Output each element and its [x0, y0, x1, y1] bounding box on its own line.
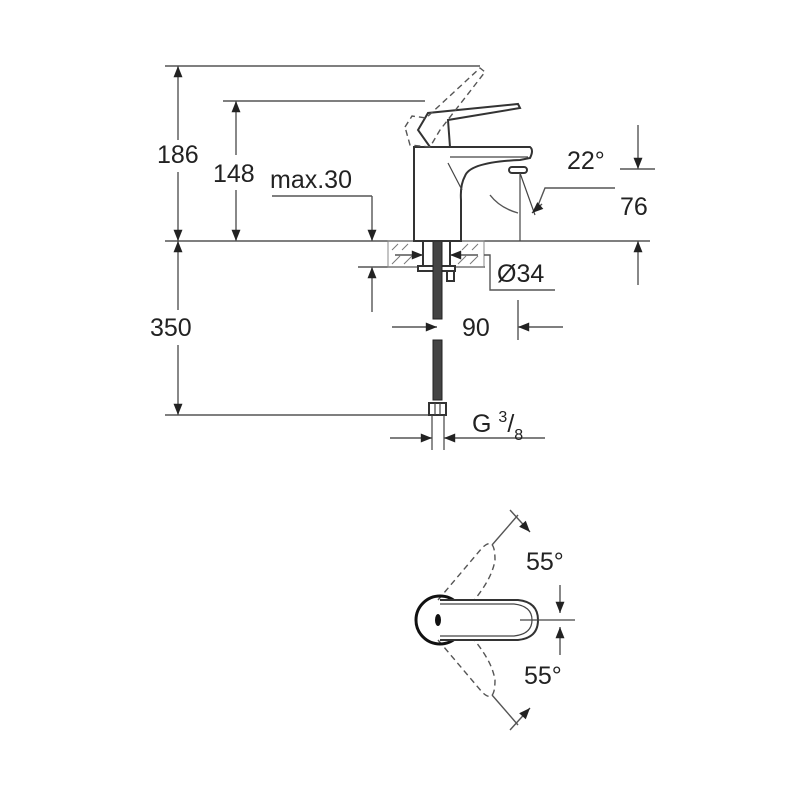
- label-hose-length: 350: [150, 314, 192, 342]
- label-hole-diameter: Ø34: [497, 260, 545, 288]
- flex-hose: [432, 339, 443, 401]
- label-connection-thread: G 3/8: [472, 409, 523, 444]
- lever-pos-down: [437, 634, 496, 698]
- label-spout-reach: 90: [462, 314, 490, 342]
- angle-arc: [489, 194, 519, 214]
- thread-numerator: 3: [498, 409, 508, 426]
- lever-pos-up: [437, 542, 496, 606]
- aerator: [508, 166, 528, 174]
- lever-open-position: [404, 67, 486, 148]
- faucet-body: [413, 146, 533, 242]
- side-view: [165, 65, 655, 450]
- hose-nut: [428, 402, 447, 416]
- label-lever-angle-down: 55°: [524, 662, 562, 690]
- stream-angled: [519, 172, 536, 216]
- thread-separator: /: [507, 410, 515, 438]
- thread-denominator: 8: [514, 427, 524, 444]
- label-lever-angle-up: 55°: [526, 548, 564, 576]
- fixing-nut: [446, 270, 455, 282]
- lever-indicator: [435, 614, 441, 626]
- dim-d34-leader: [484, 254, 555, 291]
- label-max-deck-thickness: max.30: [270, 166, 352, 194]
- dim-22-leader: [536, 187, 615, 209]
- label-overall-height: 186: [157, 141, 199, 169]
- thread-prefix: G: [472, 410, 492, 438]
- label-body-height: 148: [213, 160, 255, 188]
- label-spout-angle: 22°: [567, 147, 605, 175]
- label-spout-height: 76: [620, 193, 648, 221]
- lever-handle: [416, 102, 522, 148]
- threaded-rod: [432, 240, 443, 320]
- top-view: [414, 509, 575, 731]
